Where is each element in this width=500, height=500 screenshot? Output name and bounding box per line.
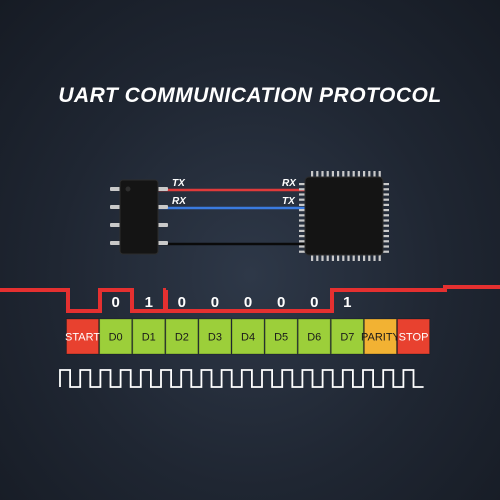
frame-cell-label: D4 <box>241 332 255 344</box>
frame-cell-d3: D3 <box>198 318 232 355</box>
frame-cell-d2: D2 <box>165 318 199 355</box>
frame-cell-parity: PARITY <box>361 318 401 355</box>
bit-value-d6: 0 <box>310 294 318 311</box>
diagram-title: UART COMMUNICATION PROTOCOL <box>58 84 442 107</box>
frame-cell-d7: D7 <box>330 318 364 355</box>
bit-value-d5: 0 <box>277 294 285 311</box>
bit-value-row: 0 1 0 0 0 0 0 1 <box>111 294 351 311</box>
frame-cell-label: D2 <box>175 332 189 344</box>
clock-signal <box>59 369 424 388</box>
frame-cell-d6: D6 <box>297 318 331 355</box>
bit-value-d3: 0 <box>211 294 219 311</box>
frame-cell-label: D3 <box>208 332 222 344</box>
right-tx-label: TX <box>282 196 296 207</box>
right-rx-label: RX <box>282 178 297 189</box>
frame-cell-d4: D4 <box>231 318 265 355</box>
frame-cell-start: START <box>65 318 100 355</box>
bit-value-d0: 0 <box>111 294 119 311</box>
bit-value-d2: 0 <box>178 294 186 311</box>
frame-cell-d1: D1 <box>132 318 166 355</box>
left-tx-label: TX <box>172 178 186 189</box>
frame-cell-label: START <box>65 332 100 344</box>
bit-value-d7: 1 <box>343 294 351 311</box>
bit-value-d4: 0 <box>244 294 252 311</box>
bit-value-d1: 1 <box>145 294 153 311</box>
transmitter-chip <box>110 179 168 255</box>
frame-cell-stop: STOP <box>397 318 431 355</box>
frame-cell-label: D5 <box>274 332 288 344</box>
frame-cell-label: D6 <box>307 332 321 344</box>
left-rx-label: RX <box>172 196 187 207</box>
frame-cell-label: D1 <box>142 332 156 344</box>
frame-cell-d5: D5 <box>264 318 298 355</box>
frame-cell-label: D0 <box>109 332 123 344</box>
receiver-chip <box>299 171 389 261</box>
frame-cell-d0: D0 <box>99 318 133 355</box>
frame-cell-label: D7 <box>340 332 354 344</box>
frame-cell-label: STOP <box>399 332 429 344</box>
uart-signal <box>0 285 500 313</box>
frame-cell-label: PARITY <box>361 332 401 344</box>
